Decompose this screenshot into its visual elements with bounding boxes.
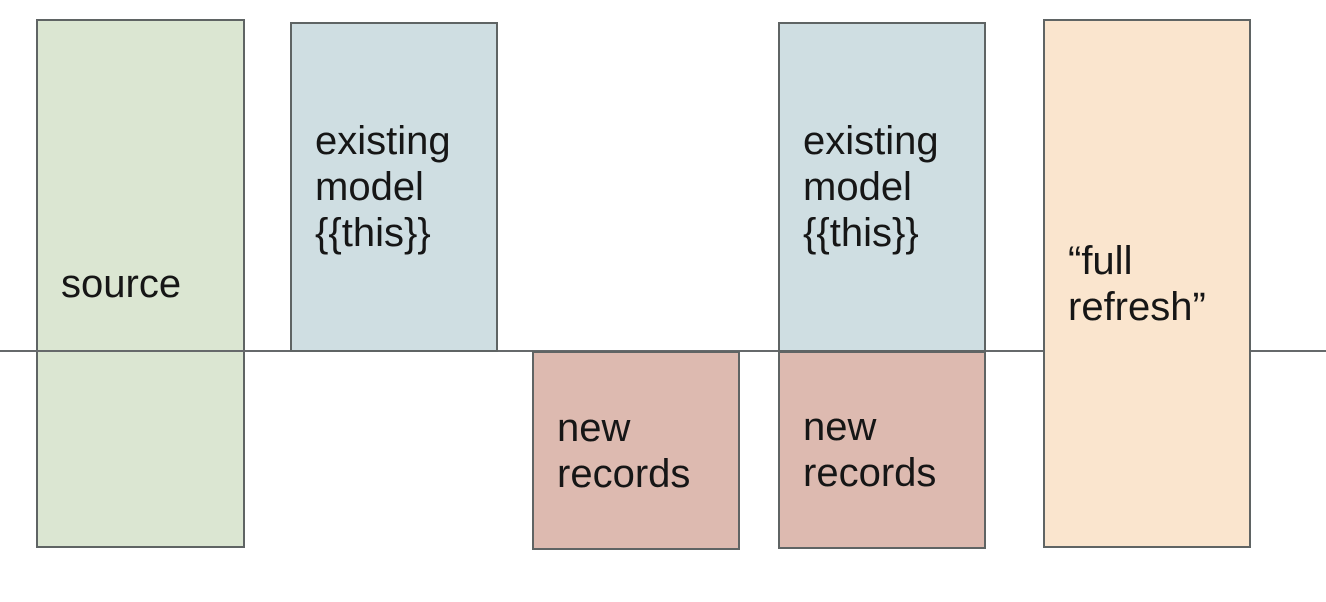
box-label-line: records [803, 451, 937, 495]
box-label-line: source [61, 261, 182, 306]
source-box: source [36, 19, 245, 548]
new-records-box-right: new records [778, 351, 986, 549]
box-label-line: model [315, 165, 424, 209]
box-label-line: “full [1068, 238, 1133, 283]
box-label-line: refresh” [1068, 284, 1206, 329]
new-records-box-left: new records [532, 351, 740, 550]
box-label-line: existing [803, 119, 939, 163]
box-label-line: new [803, 405, 877, 449]
existing-model-box-right: existing model {{this}} [778, 22, 986, 352]
box-label-line: {{this}} [315, 211, 431, 255]
box-label-line: {{this}} [803, 211, 919, 255]
box-label-line: model [803, 165, 912, 209]
box-label-line: new [557, 405, 631, 450]
box-label-line: records [557, 451, 691, 496]
existing-model-box-left: existing model {{this}} [290, 22, 498, 352]
full-refresh-box: “full refresh” [1043, 19, 1251, 548]
box-label-line: existing [315, 119, 451, 163]
